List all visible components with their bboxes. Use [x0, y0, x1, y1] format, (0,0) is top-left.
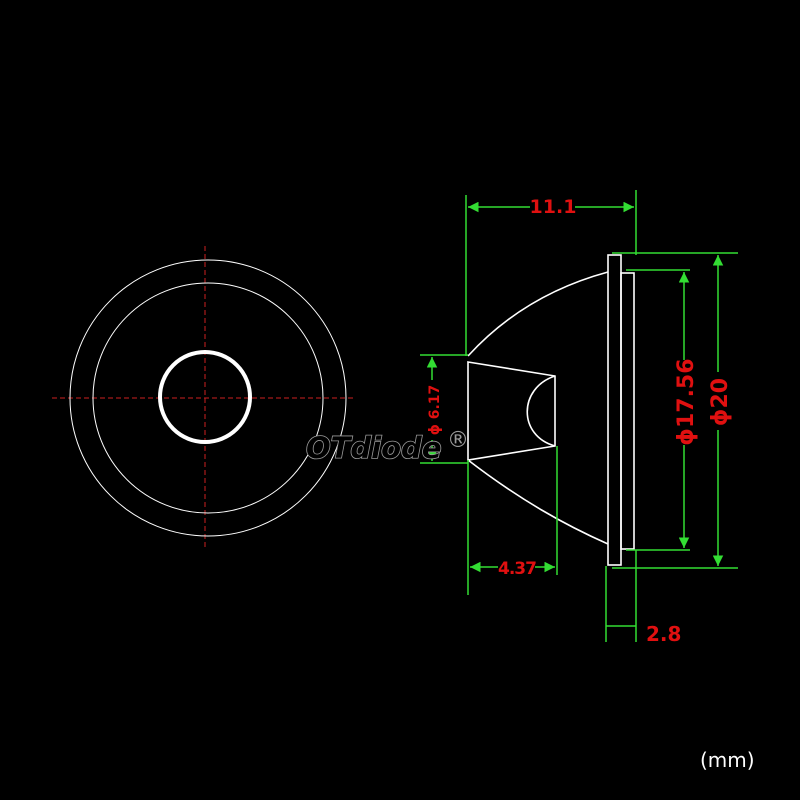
inner-circle — [158, 350, 252, 444]
registered-mark: ® — [447, 428, 469, 453]
dim-flange-label: 2.8 — [646, 622, 681, 646]
unit-label: (mm) — [700, 748, 755, 772]
lens-cavity — [467, 361, 556, 461]
dim-inner-diameter-label: ϕ 6.17 — [427, 385, 443, 436]
lens-lower-profile — [467, 459, 609, 545]
brand-watermark: OTdiode — [306, 431, 441, 465]
lens-upper-profile — [467, 271, 609, 357]
front-view — [52, 246, 356, 550]
flange-inner — [620, 272, 635, 550]
lens-cavity-dome — [526, 375, 556, 447]
outer-circle — [69, 259, 347, 537]
flange-outer — [607, 254, 622, 566]
dim-length-label: 11.1 — [530, 196, 577, 218]
dim-depth-label: 4.37 — [498, 559, 536, 579]
dim-outer-diameter-label: ϕ20 — [708, 378, 733, 426]
side-view — [467, 254, 635, 566]
dim-rim-diameter-label: ϕ17.56 — [674, 358, 699, 445]
rim-circle — [92, 282, 324, 514]
dimension-lines — [420, 190, 738, 642]
